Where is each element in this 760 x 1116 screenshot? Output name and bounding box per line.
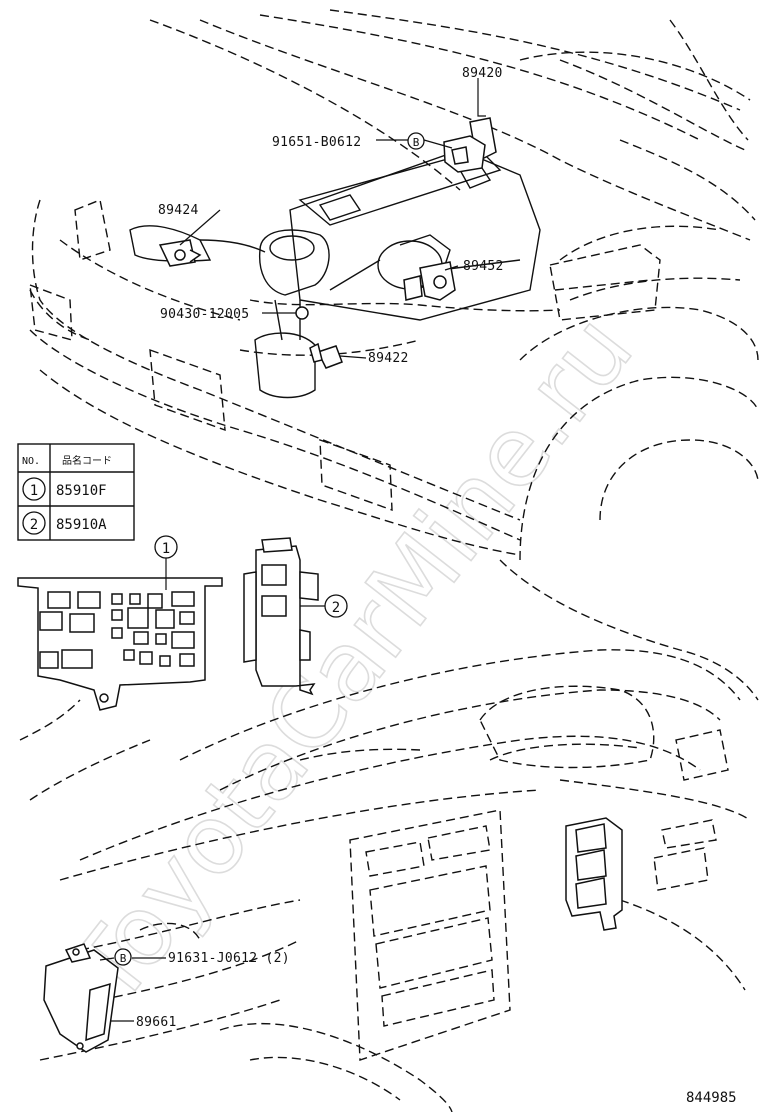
junction-block-1: 1 bbox=[17, 535, 223, 711]
junction-block-2: 2 bbox=[243, 537, 348, 696]
part-90430-gasket bbox=[295, 306, 309, 320]
callout-91631-J0612: 91631-J0612 (2) bbox=[168, 951, 290, 966]
circle-b-lower: B bbox=[114, 948, 132, 966]
table-header-no: NO. bbox=[22, 456, 40, 467]
table-row-1-code: 85910F bbox=[56, 483, 107, 499]
table-header-code: 品名コード bbox=[62, 454, 112, 467]
part-89424-sensor bbox=[158, 239, 202, 267]
part-89452-throttle-sensor bbox=[403, 261, 456, 301]
table-row-2-no: 2 bbox=[30, 517, 38, 533]
callout-90430-12005: 90430-12005 bbox=[160, 307, 249, 322]
callout-91651-B0612: 91651-B0612 bbox=[272, 135, 361, 150]
part-89422-sensor bbox=[309, 342, 343, 369]
engine-bay-drawing bbox=[29, 9, 759, 701]
instrument-panel-drawing bbox=[19, 649, 751, 1113]
svg-text:B: B bbox=[413, 136, 420, 149]
part-91651-connector bbox=[443, 135, 486, 173]
callout-89452: 89452 bbox=[463, 259, 504, 274]
leader-lines-top bbox=[179, 78, 486, 359]
diagram-id: 844985 bbox=[686, 1090, 737, 1106]
table-row-1-no: 1 bbox=[30, 483, 38, 499]
callout-89661: 89661 bbox=[136, 1015, 177, 1030]
callout-89422: 89422 bbox=[368, 351, 409, 366]
part-89661-module bbox=[43, 943, 119, 1053]
leader-lines-bottom bbox=[99, 957, 166, 1022]
callout-89420: 89420 bbox=[462, 66, 503, 81]
legend-table: NO. 品名コード 1 85910F 2 85910A bbox=[17, 443, 135, 541]
svg-text:B: B bbox=[120, 952, 127, 965]
circle-1-label: 1 bbox=[162, 541, 170, 557]
table-row-2-code: 85910A bbox=[56, 517, 107, 533]
part-dash-ecu bbox=[565, 817, 623, 931]
callout-89424: 89424 bbox=[158, 203, 199, 218]
circle-2-label: 2 bbox=[332, 600, 340, 616]
circle-b-upper: B bbox=[407, 132, 425, 150]
